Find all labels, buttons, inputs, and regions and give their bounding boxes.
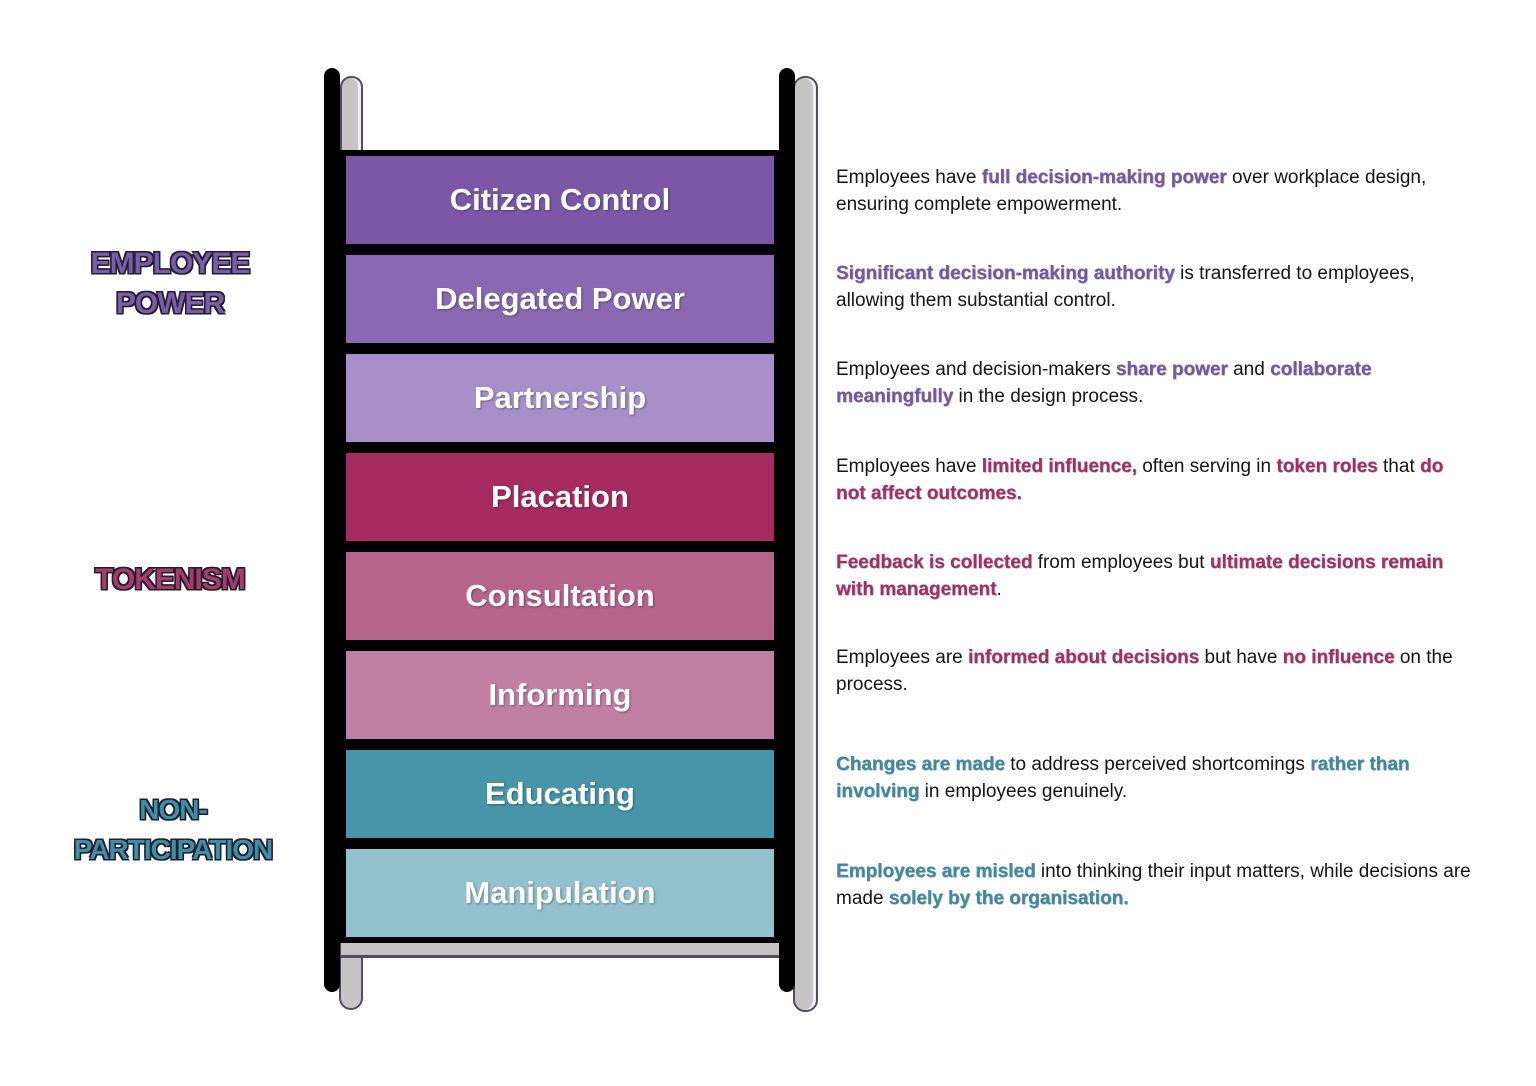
rung-placation: Placation [346, 453, 774, 541]
description-consultation: Feedback is collected from employees but… [836, 549, 1476, 603]
description-plain-text: is transferred to employees, allowing th… [836, 263, 1415, 311]
rung-partnership: Partnership [346, 354, 774, 442]
group-label-non-participation: NON- PARTICIPATION [33, 790, 313, 870]
group-label-tokenism: TOKENISM [60, 560, 280, 600]
description-manipulation: Employees are misled into thinking their… [836, 858, 1476, 912]
group-label-line: NON- [139, 794, 208, 825]
rung-consultation: Consultation [346, 552, 774, 640]
description-highlight-text: Feedback is collected [836, 552, 1033, 573]
description-plain-text: often serving in [1136, 456, 1277, 477]
description-highlight-text: Employees are misled [836, 861, 1036, 882]
description-plain-text: on the process. [836, 647, 1453, 695]
description-plain-text: . [996, 579, 1002, 600]
description-highlight-text: informed about decisions [968, 647, 1200, 668]
description-highlight-text: no influence [1282, 647, 1395, 668]
description-highlight-text: do not affect outcomes. [836, 456, 1444, 504]
description-plain-text: that [1377, 456, 1420, 477]
description-highlight-text: Changes are made [836, 754, 1005, 775]
ladder-right-rail-shadow [793, 76, 818, 1012]
description-highlight-text: token roles [1276, 456, 1378, 477]
rung-educating: Educating [346, 750, 774, 838]
description-plain-text: to address perceived shortcomings [1004, 754, 1311, 775]
group-label-employee-power: EMPLOYEE POWER [60, 244, 280, 324]
description-partnership: Employees and decision-makers share powe… [836, 356, 1476, 410]
ladder-left-rail-shadow-cap [340, 76, 363, 152]
description-plain-text: Employees have [836, 167, 982, 188]
description-highlight-text: ultimate decisions remain with managemen… [836, 552, 1444, 600]
description-plain-text: in employees genuinely. [919, 781, 1128, 802]
description-plain-text: in the design process. [953, 386, 1144, 407]
description-placation: Employees have limited influence, often … [836, 453, 1476, 507]
description-plain-text: and [1227, 359, 1271, 380]
description-delegated-power: Significant decision-making authority is… [836, 260, 1476, 314]
ladder-rung-stack: Citizen Control Delegated Power Partners… [340, 150, 780, 943]
description-plain-text: over workplace design, ensuring complete… [836, 167, 1427, 215]
rung-manipulation: Manipulation [346, 849, 774, 937]
group-label-line: TOKENISM [95, 563, 246, 596]
description-plain-text: Employees and decision-makers [836, 359, 1116, 380]
description-informing: Employees are informed about decisions b… [836, 644, 1476, 698]
description-highlight-text: collaborate meaningfully [836, 359, 1372, 407]
rung-informing: Informing [346, 651, 774, 739]
description-highlight-text: Significant decision-making authority [836, 263, 1175, 284]
description-plain-text: into thinking their input matters, while… [836, 861, 1471, 909]
description-highlight-text: full decision-making power [981, 167, 1227, 188]
ladder-left-rail [324, 68, 340, 992]
description-educating: Changes are made to address perceived sh… [836, 751, 1476, 805]
rung-delegated-power: Delegated Power [346, 255, 774, 343]
rung-citizen-control: Citizen Control [346, 156, 774, 244]
group-label-line: POWER [115, 287, 225, 320]
description-highlight-text: limited influence, [981, 456, 1137, 477]
ladder-right-rail [779, 68, 795, 992]
ladder-bottom-shadow-bar [341, 938, 793, 958]
description-plain-text: but have [1199, 647, 1283, 668]
description-plain-text: Employees are [836, 647, 969, 668]
description-citizen-control: Employees have full decision-making powe… [836, 164, 1476, 218]
description-highlight-text: share power [1115, 359, 1228, 380]
description-highlight-text: rather than involving [836, 754, 1410, 802]
description-highlight-text: solely by the organisation. [888, 888, 1129, 909]
description-plain-text: from employees but [1032, 552, 1210, 573]
group-label-line: PARTICIPATION [73, 834, 274, 865]
description-plain-text: Employees have [836, 456, 982, 477]
group-label-line: EMPLOYEE [90, 247, 251, 280]
